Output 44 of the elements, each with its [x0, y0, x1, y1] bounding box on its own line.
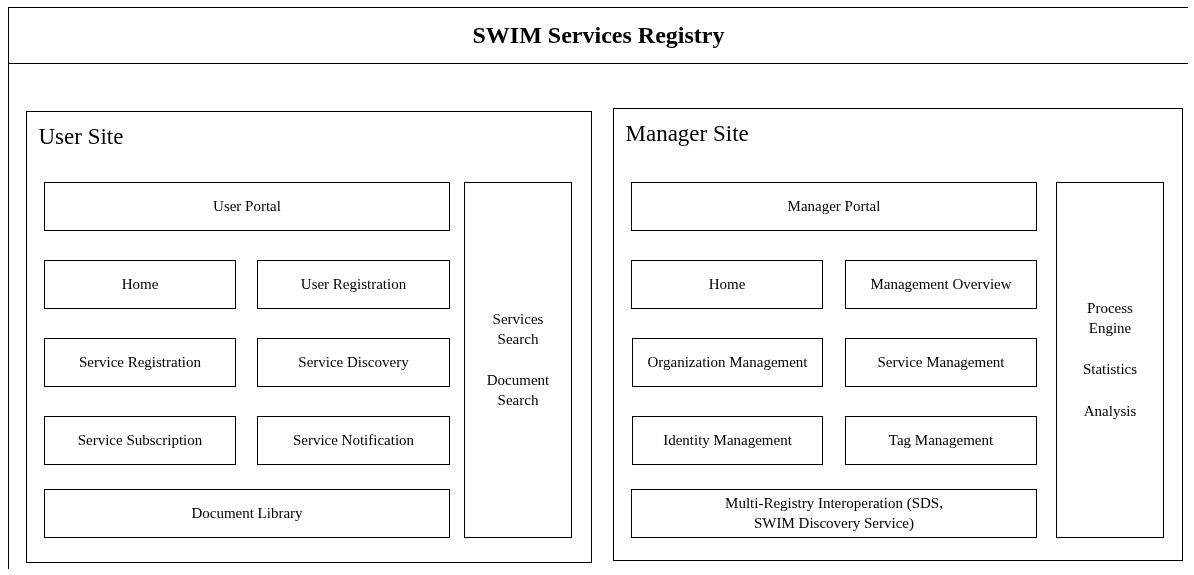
panel-heading: User Site	[38, 123, 124, 150]
box-label: Service Management	[877, 352, 1005, 372]
site-panel	[612, 107, 1183, 561]
box-label: Home	[708, 274, 746, 294]
title-band: SWIM Services Registry	[9, 8, 1188, 64]
box-label: Service Discovery	[298, 352, 409, 372]
component-box	[44, 338, 236, 387]
box-label: Statistics	[1081, 360, 1139, 379]
component-box	[632, 416, 823, 465]
box-label: Organization Management	[647, 352, 808, 372]
box-label: Management Overview	[870, 274, 1012, 294]
component-box	[845, 416, 1037, 465]
box-label: Service Subscription	[77, 430, 203, 450]
box-label: Document Search	[485, 371, 551, 410]
component-box	[631, 489, 1037, 538]
component-box	[631, 182, 1037, 231]
box-label: Service Notification	[292, 430, 415, 450]
component-box	[44, 260, 236, 309]
box-label: Manager Portal	[787, 196, 881, 216]
box-label: Document Library	[191, 503, 303, 523]
box-label: Identity Management	[663, 430, 792, 450]
box-label: Home	[121, 274, 159, 294]
box-label: User Portal	[213, 196, 281, 216]
service-column	[464, 182, 572, 538]
box-label: Tag Management	[888, 430, 994, 450]
component-box	[257, 416, 450, 465]
component-box	[44, 182, 450, 231]
box-label: Multi-Registry Interoperation (SDS, SWIM Discovery Service)	[724, 494, 944, 533]
component-box	[44, 489, 450, 538]
box-label: Services Search	[491, 310, 545, 349]
box-label: Process Engine	[1086, 299, 1134, 338]
component-box	[257, 260, 450, 309]
box-label: Service Registration	[78, 352, 202, 372]
component-box	[631, 260, 823, 309]
site-panel	[25, 110, 592, 563]
component-box	[845, 338, 1037, 387]
component-box	[845, 260, 1037, 309]
box-label: User Registration	[300, 274, 407, 294]
box-label: Analysis	[1082, 401, 1138, 421]
component-box	[632, 338, 823, 387]
component-box	[257, 338, 450, 387]
service-column	[1056, 182, 1164, 538]
component-box	[44, 416, 236, 465]
panel-heading: Manager Site	[625, 120, 749, 147]
